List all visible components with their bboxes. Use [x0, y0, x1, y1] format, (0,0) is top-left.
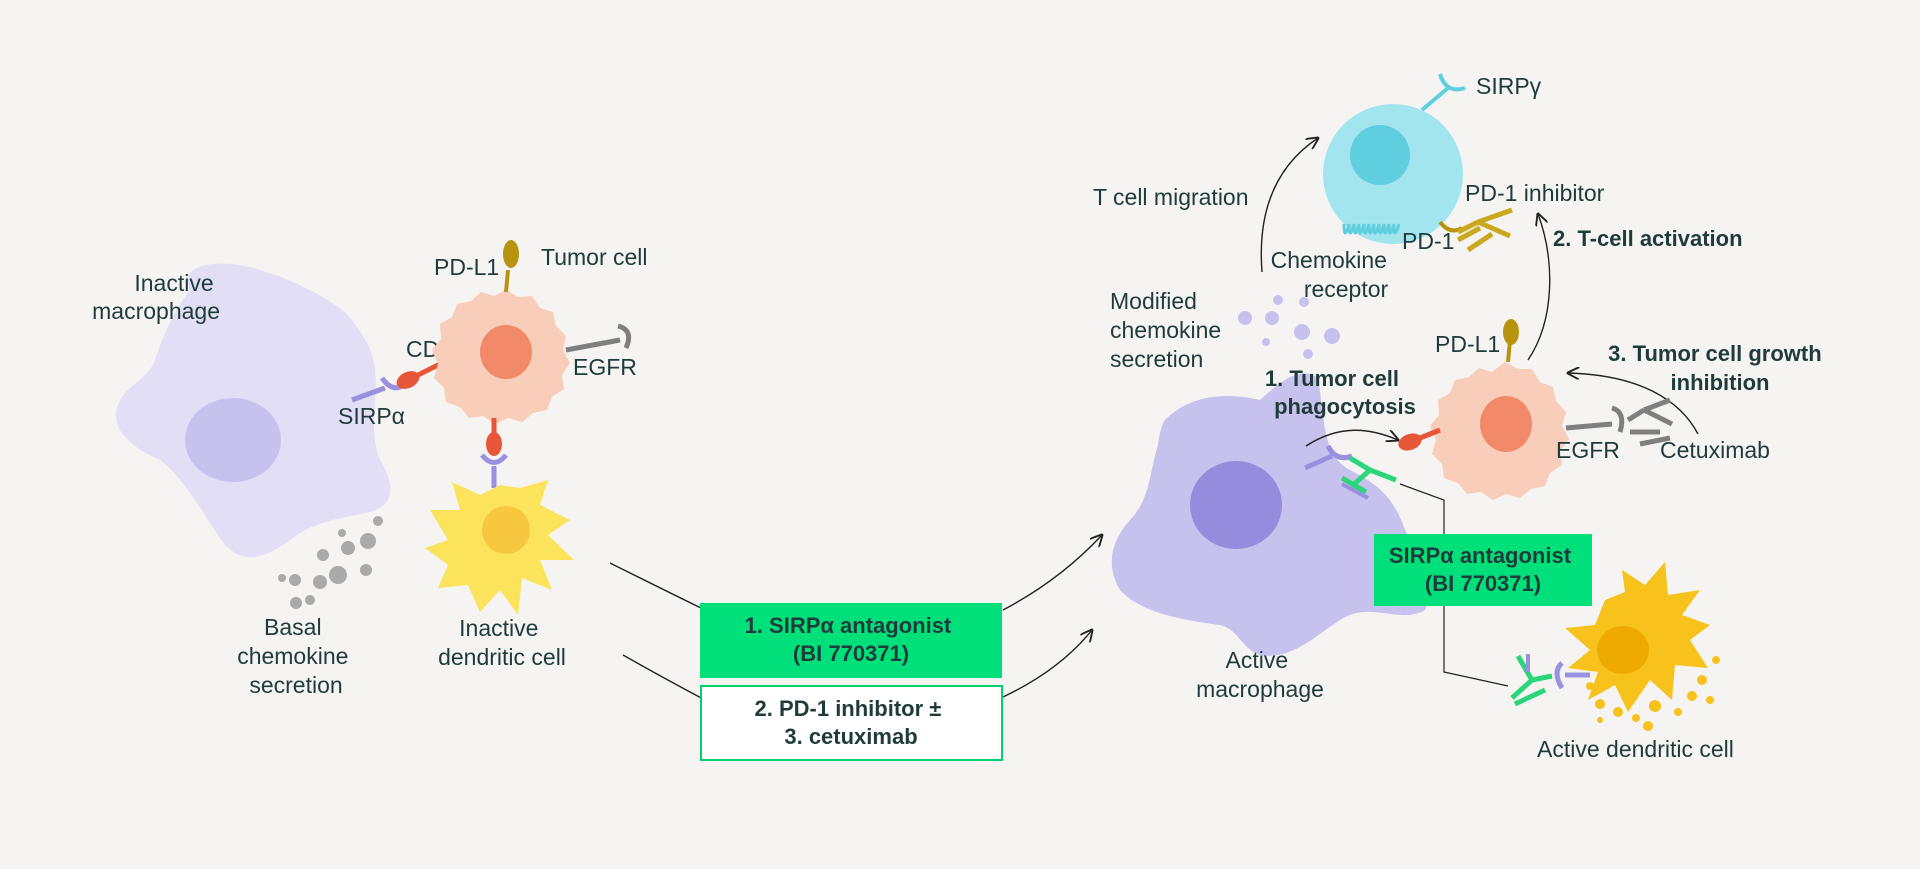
- phagocytosis-arrow: [1305, 429, 1398, 447]
- inactive-dendritic-cell: [425, 480, 574, 615]
- svg-text:SIRPα antagonist (BI 770: SIRPα antagonist (BI 770371): [1389, 543, 1577, 596]
- treatment-box-pd1-cetuximab: 2. PD-1 inhibitor ± 3. cetuximab: [700, 685, 1003, 761]
- pd-l1-right-label: PD-L1: [1435, 331, 1500, 357]
- pd1-inhibitor-label: PD-1 inhibitor: [1465, 180, 1605, 206]
- active-macrophage: [1111, 373, 1429, 656]
- t-cell-migration-arrow: [1260, 138, 1318, 273]
- modified-secretion-label: Modified chemokine secretion: [1110, 288, 1228, 372]
- cd47-sirpa-dendritic: [480, 418, 508, 488]
- inactive-macrophage-nucleus: [185, 398, 281, 482]
- egfr-left-label: EGFR: [573, 354, 637, 380]
- t-cell-activation-arrow: [1527, 214, 1551, 361]
- pd-l1-left: [503, 240, 519, 293]
- inactive-dendritic-label: Inactive dendritic cell: [438, 615, 566, 670]
- sirpa-label: SIRPα: [338, 403, 405, 429]
- sirpa-antibody-dendritic: [1510, 654, 1590, 707]
- growth-inhibition-arrow: [1568, 373, 1699, 435]
- flow-line-lower-in: [622, 654, 706, 701]
- active-dendritic-dots: [1586, 656, 1720, 731]
- chemokine-receptor-coil: [1342, 223, 1401, 235]
- flow-arrow-lower-out: [1002, 630, 1092, 698]
- egfr-left: [565, 323, 632, 353]
- chemokine-receptor-label: Chemokine receptor: [1271, 247, 1394, 302]
- tumor-cell-left: [432, 290, 570, 424]
- inactive-macrophage-label: Inactive macrophage: [92, 270, 220, 324]
- t-cell-nucleus: [1350, 125, 1410, 185]
- basal-chemokine-dots: [278, 516, 383, 609]
- sirpa-antibody-macrophage: [1303, 444, 1397, 500]
- growth-inhibition-label: 3. Tumor cell growth inhibition: [1608, 341, 1828, 395]
- t-cell: [1323, 104, 1463, 244]
- active-dendritic-nucleus: [1597, 626, 1649, 674]
- inactive-macrophage: [115, 263, 391, 558]
- pd-l1-left-label: PD-L1: [434, 254, 499, 280]
- tumor-cell-label: Tumor cell: [541, 244, 648, 270]
- modified-chemokine-dots: [1238, 295, 1340, 359]
- active-macrophage-nucleus: [1190, 461, 1282, 549]
- pd1-label: PD-1: [1402, 228, 1454, 254]
- sirpa-antagonist-box: SIRPα antagonist (BI 770371): [1374, 534, 1592, 606]
- sirpa-cd47-binding: [351, 361, 442, 403]
- t-cell-migration-label: T cell migration: [1093, 184, 1249, 210]
- svg-text:2. PD-1 inhibitor ± 3. c: 2. PD-1 inhibitor ± 3. cetuximab: [755, 696, 948, 749]
- t-cell-activation-label: 2. T-cell activation: [1553, 226, 1743, 251]
- sirpg-receptor: [1420, 73, 1466, 112]
- active-dendritic-label: Active dendritic cell: [1537, 736, 1734, 762]
- cd47-right: [1398, 427, 1441, 451]
- inactive-dendritic-nucleus: [482, 506, 530, 554]
- active-dendritic-cell: [1565, 562, 1710, 712]
- pd-l1-right: [1503, 319, 1519, 363]
- svg-text:1. SIRPα antagonist (BI: 1. SIRPα antagonist (BI 770371): [745, 613, 958, 666]
- cetuximab-label: Cetuximab: [1660, 437, 1770, 463]
- tumor-cell-right: [1430, 362, 1569, 500]
- phagocytosis-label: 1. Tumor cell phagocytosis: [1265, 366, 1416, 419]
- active-macrophage-label: Active macrophage: [1196, 647, 1324, 702]
- treatment-box-sirpa-antagonist: 1. SIRPα antagonist (BI 770371): [700, 603, 1002, 678]
- egfr-right-label: EGFR: [1556, 437, 1620, 463]
- tumor-cell-right-nucleus: [1480, 396, 1532, 452]
- basal-secretion-label: Basal chemokine secretion: [237, 614, 355, 698]
- pd1-inhibitor-antibody: [1456, 207, 1513, 253]
- egfr-right: [1565, 405, 1625, 433]
- flow-line-upper-in: [609, 562, 706, 611]
- sirpg-label: SIRPγ: [1476, 73, 1542, 99]
- tumor-cell-left-nucleus: [480, 325, 532, 379]
- flow-arrow-upper-out: [1002, 535, 1102, 611]
- cetuximab-antibody: [1626, 397, 1674, 447]
